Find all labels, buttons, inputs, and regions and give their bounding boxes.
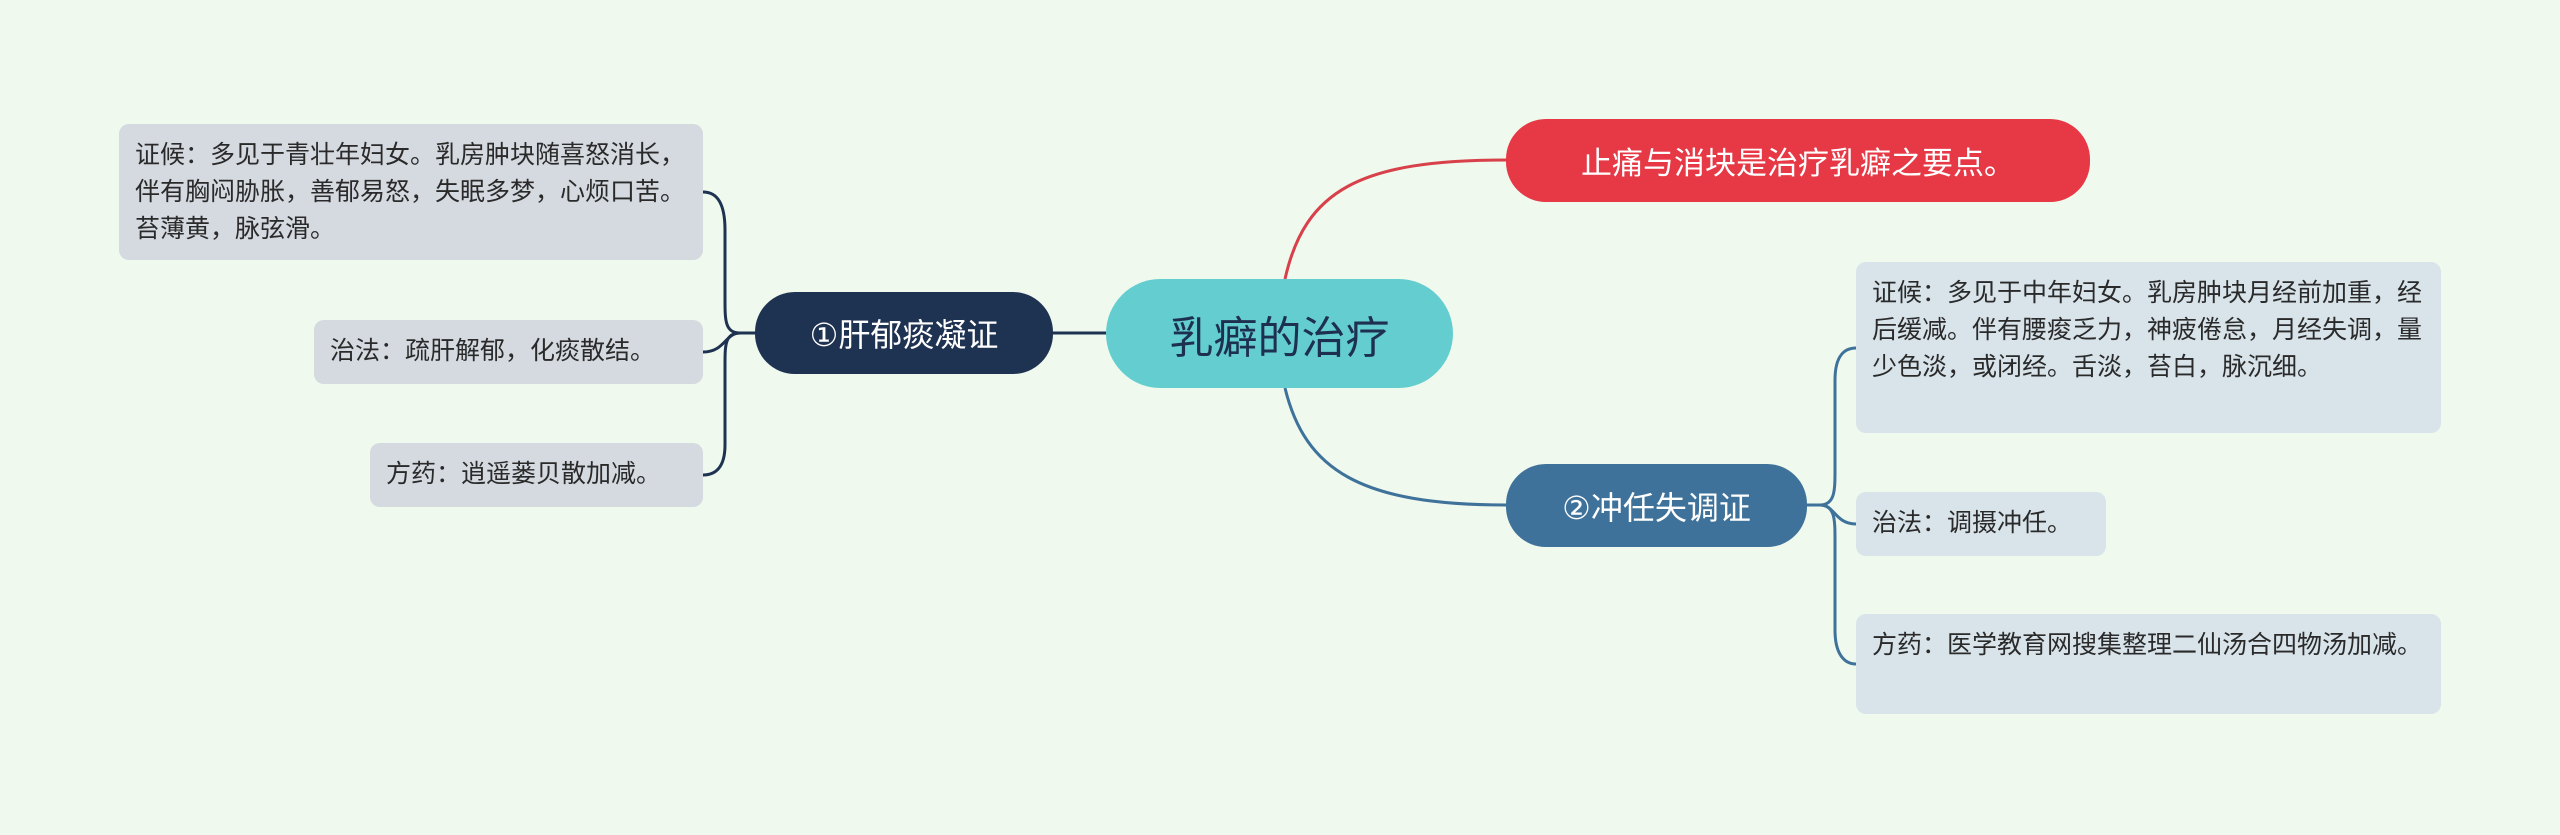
connector-center-right-branch (1283, 387, 1507, 507)
right-leaf-treatment[interactable]: 治法：调摄冲任。 (1856, 492, 2106, 556)
connector-left-leaf-1 (702, 190, 755, 335)
right-leaf-symptoms[interactable]: 证候：多见于中年妇女。乳房肿块月经前加重，经后缓减。伴有腰痠乏力，神疲倦怠，月经… (1856, 262, 2441, 433)
center-topic[interactable]: 乳癖的治疗 (1106, 279, 1453, 388)
connector-right-leaf-1 (1807, 346, 1857, 507)
connector-center-keypoint (1283, 158, 1507, 280)
left-leaf-symptoms[interactable]: 证候：多见于青壮年妇女。乳房肿块随喜怒消长，伴有胸闷胁胀，善郁易怒，失眠多梦，心… (119, 124, 703, 260)
connector-left-leaf-3 (702, 331, 755, 477)
right-leaf-prescription[interactable]: 方药：医学教育网搜集整理二仙汤合四物汤加减。 (1856, 614, 2441, 714)
key-point-topic[interactable]: 止痛与消块是治疗乳癖之要点。 (1506, 119, 2090, 202)
left-leaf-treatment[interactable]: 治法：疏肝解郁，化痰散结。 (314, 320, 703, 384)
branch-chong-ren-disorder[interactable]: ②冲任失调证 (1506, 464, 1807, 547)
branch-liver-qi-phlegm[interactable]: ①肝郁痰凝证 (755, 292, 1053, 374)
left-leaf-prescription[interactable]: 方药：逍遥蒌贝散加减。 (370, 443, 703, 507)
connector-right-leaf-3 (1807, 503, 1857, 666)
